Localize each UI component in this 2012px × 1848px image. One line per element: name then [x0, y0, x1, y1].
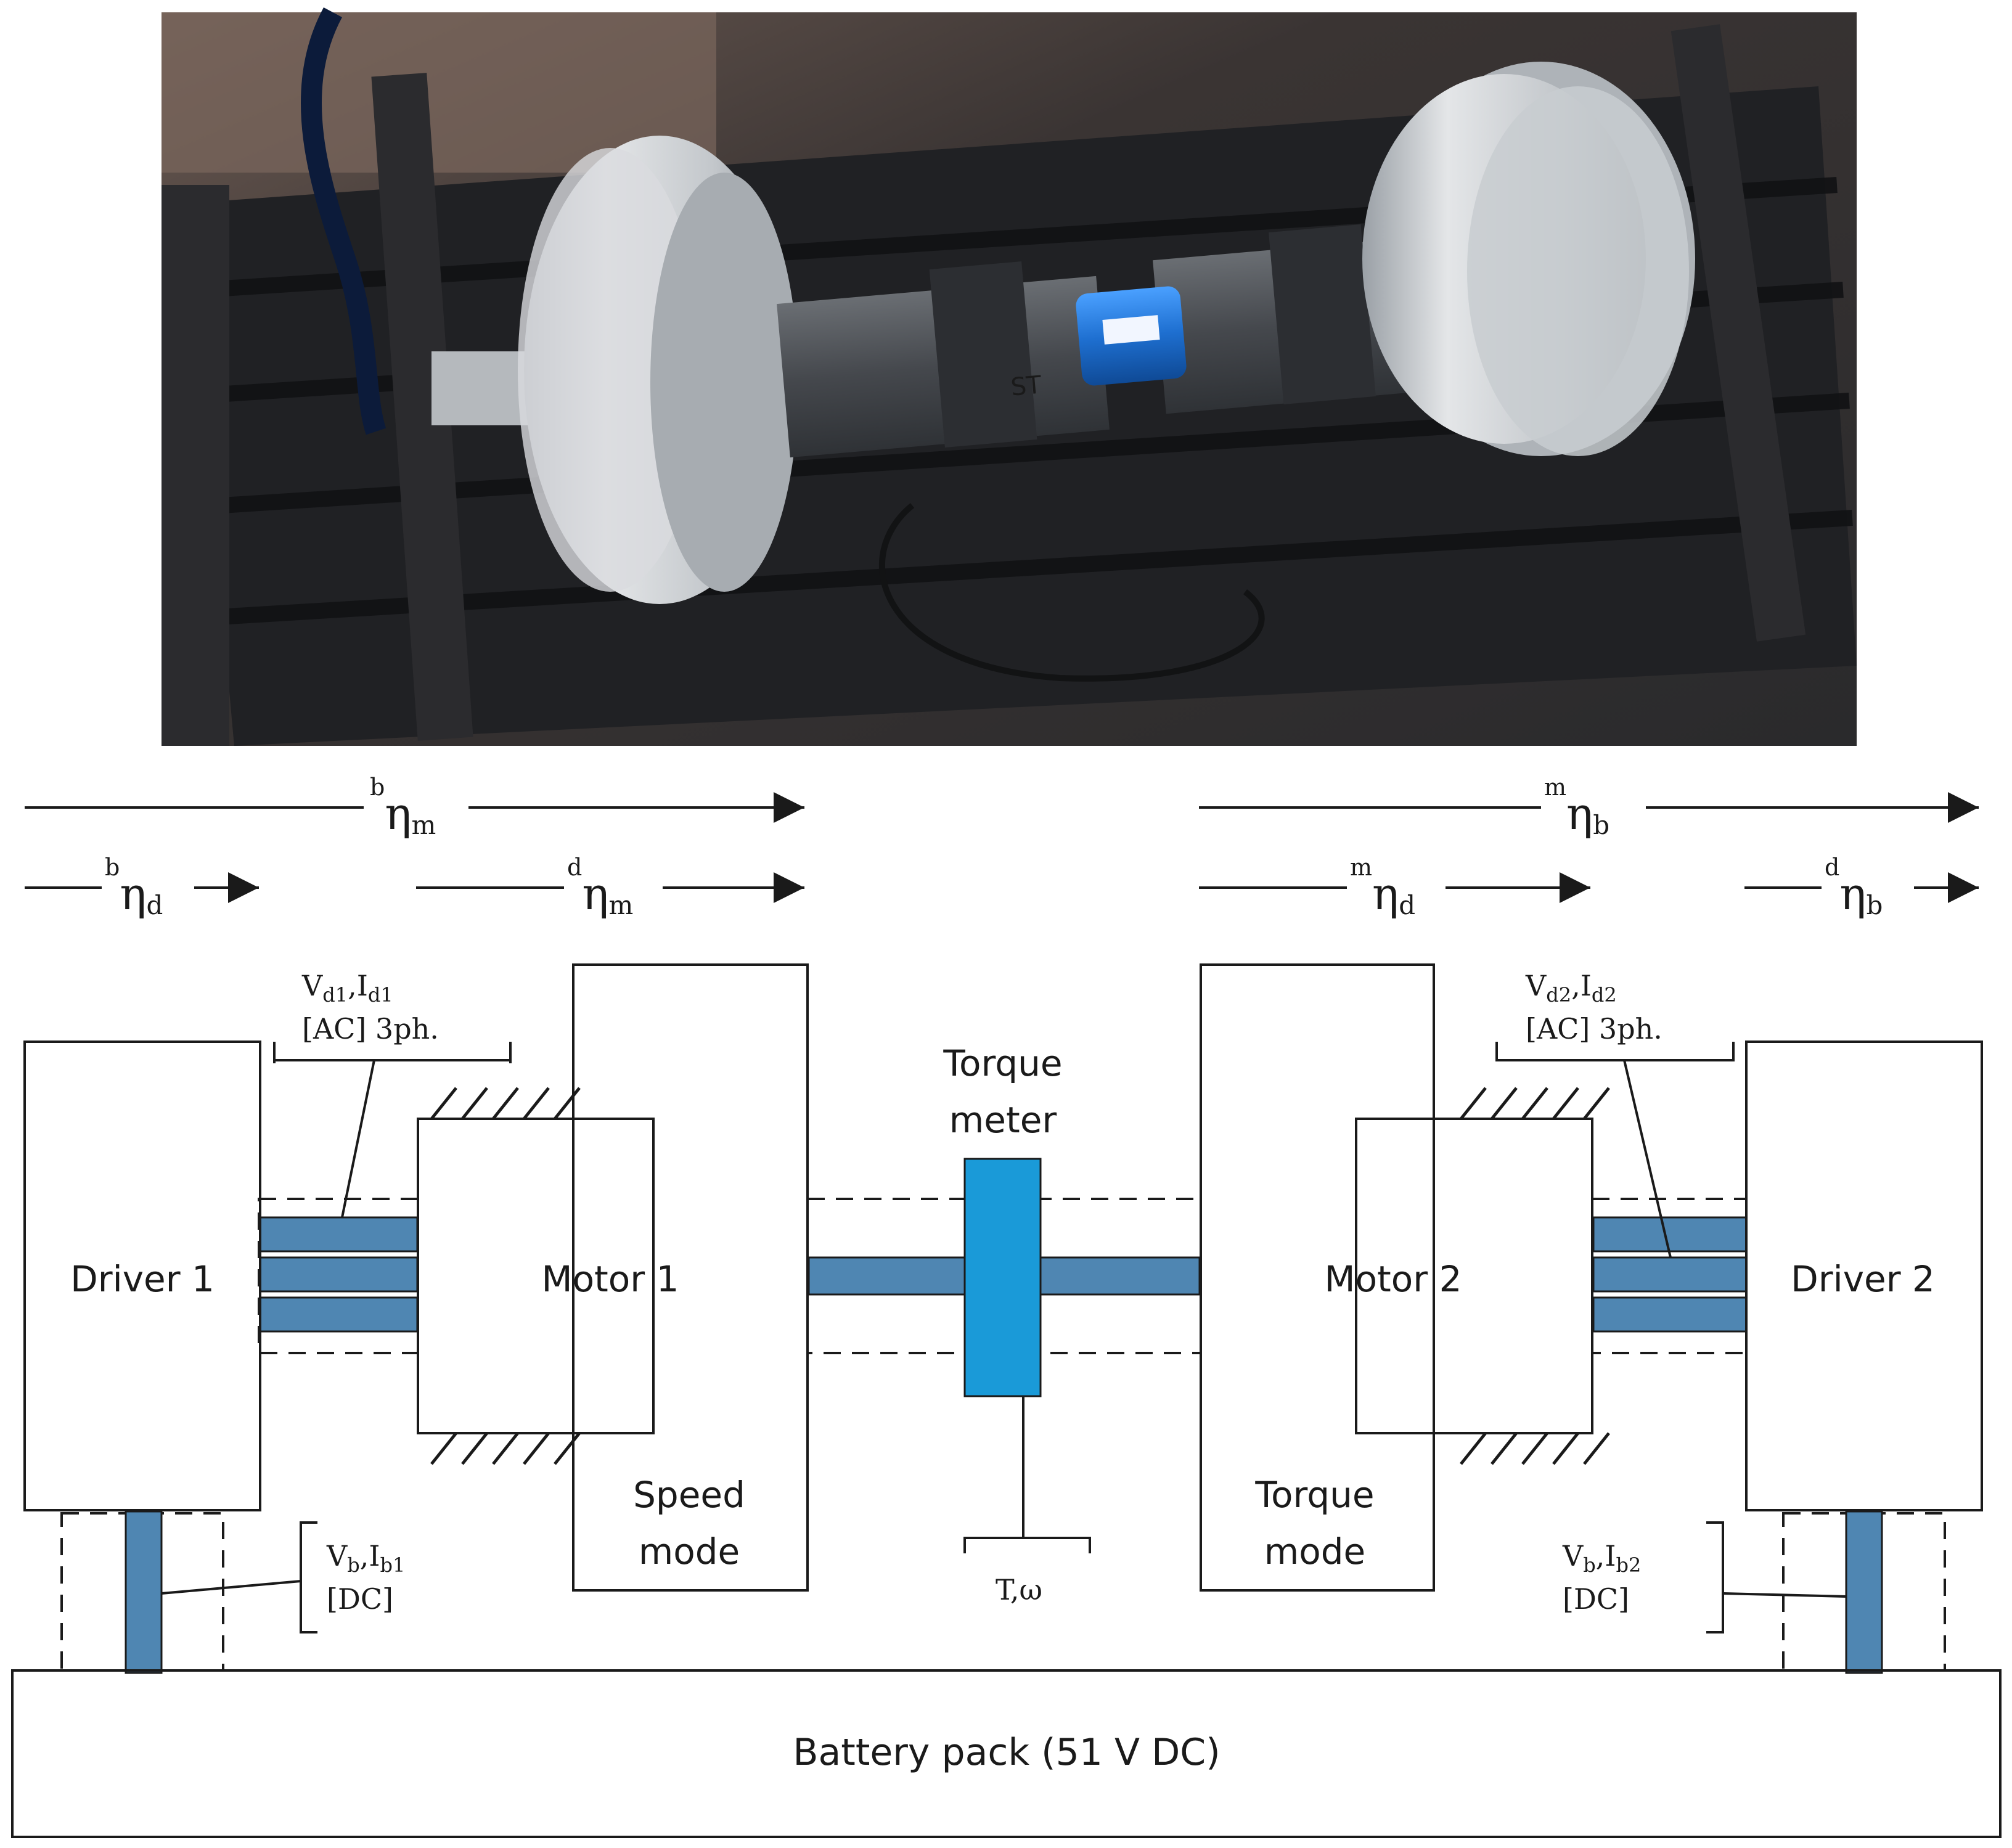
test-bench-photo: ST	[162, 7, 1857, 746]
bracket-dc1	[300, 1521, 317, 1633]
speed-mode-label-2: mode	[639, 1531, 740, 1572]
shaft-left	[808, 1256, 966, 1296]
dc1-signal-line1: Vb,Ib1	[326, 1539, 405, 1577]
ac2-phase-a	[1592, 1216, 1748, 1253]
torque-mode-box	[1200, 963, 1435, 1592]
ac2-phase-c	[1592, 1296, 1748, 1333]
label-b-eta-d: bηd	[105, 854, 163, 920]
conductors	[125, 1216, 1883, 1674]
photo-motor-2	[1362, 62, 1695, 456]
bracket-ac1	[273, 1059, 512, 1063]
label-b-eta-m: bηm	[370, 774, 436, 840]
cable	[301, 7, 386, 435]
efficiency-arrows	[25, 792, 1979, 903]
label-m-eta-b: mηb	[1544, 774, 1609, 840]
ac2-phase-b	[1592, 1256, 1748, 1293]
dc2-signal-line2: [DC]	[1563, 1582, 1629, 1616]
photo-annotation: ST	[1010, 370, 1043, 401]
bracket-dc2	[1706, 1521, 1724, 1633]
ac2-signal-line1: Vd2,Id2	[1525, 969, 1617, 1007]
speed-mode-label-1: Speed	[633, 1474, 745, 1516]
photo-torque-sensor-label	[1102, 315, 1160, 345]
frame-bars	[162, 24, 1806, 746]
motor-2-box	[1355, 1118, 1593, 1434]
signal-labels: Vd1,Id1 [AC] 3ph. Vd2,Id2 [AC] 3ph. T,ω …	[301, 969, 1662, 1616]
shaft-right	[1039, 1256, 1201, 1296]
leader-dc1	[161, 1580, 301, 1595]
dc2-signal-line1: Vb,Ib2	[1562, 1539, 1641, 1577]
torque-meter-block	[963, 1158, 1042, 1397]
battery-pack-label: Battery pack (51 V DC)	[793, 1731, 1220, 1774]
ac1-signal-line2: [AC] 3ph.	[302, 1012, 439, 1045]
ac1-phase-b	[259, 1256, 419, 1293]
torque-meter-label-2: meter	[949, 1099, 1057, 1141]
dc1-link	[125, 1510, 163, 1674]
motor-2-label: Motor 2	[1325, 1258, 1462, 1300]
driver-2-box	[1745, 1041, 1983, 1511]
efficiency-labels: bηm mηb bηd dηm mηd dηb	[102, 771, 1914, 920]
torque-speed-signal: T,ω	[996, 1573, 1042, 1606]
block-labels: Driver 1 Motor 1 Speed mode Torque meter…	[70, 1042, 1935, 1774]
motor-1-label: Motor 1	[542, 1258, 679, 1300]
bracket-ac2	[1495, 1042, 1735, 1061]
ac1-phase-c	[259, 1296, 419, 1333]
cable-2	[878, 503, 1265, 682]
leader-dc2	[1722, 1592, 1847, 1598]
torque-mode-label-2: mode	[1264, 1531, 1365, 1572]
label-d-eta-b: dηb	[1825, 854, 1883, 920]
ground-hatching	[430, 1087, 1610, 1465]
leader-ac2	[1623, 1060, 1672, 1258]
speed-mode-box	[572, 963, 809, 1592]
driver-2-label: Driver 2	[1791, 1258, 1935, 1300]
dc1-signal-line2: [DC]	[327, 1582, 393, 1616]
photo-coupling	[777, 224, 1473, 458]
label-d-eta-m: dηm	[567, 854, 633, 920]
blocks	[11, 963, 2002, 1838]
photo-motor-1	[518, 136, 798, 604]
ac1-signal-line1: Vd1,Id1	[301, 969, 393, 1007]
motor-1-box	[417, 1118, 655, 1434]
brackets	[161, 1042, 1847, 1633]
driver-1-label: Driver 1	[70, 1258, 215, 1300]
torque-mode-label-1: Torque	[1254, 1474, 1374, 1516]
battery-pack-box	[11, 1669, 2002, 1838]
torque-meter-label-1: Torque	[943, 1042, 1062, 1084]
ac1-phase-a	[259, 1216, 419, 1253]
driver-1-box	[23, 1041, 261, 1511]
label-m-eta-d: mηd	[1350, 854, 1415, 920]
dc2-link	[1845, 1510, 1883, 1674]
ac2-signal-line2: [AC] 3ph.	[1526, 1012, 1662, 1045]
bracket-tw	[963, 1537, 1091, 1553]
leader-ac1	[341, 1060, 375, 1218]
